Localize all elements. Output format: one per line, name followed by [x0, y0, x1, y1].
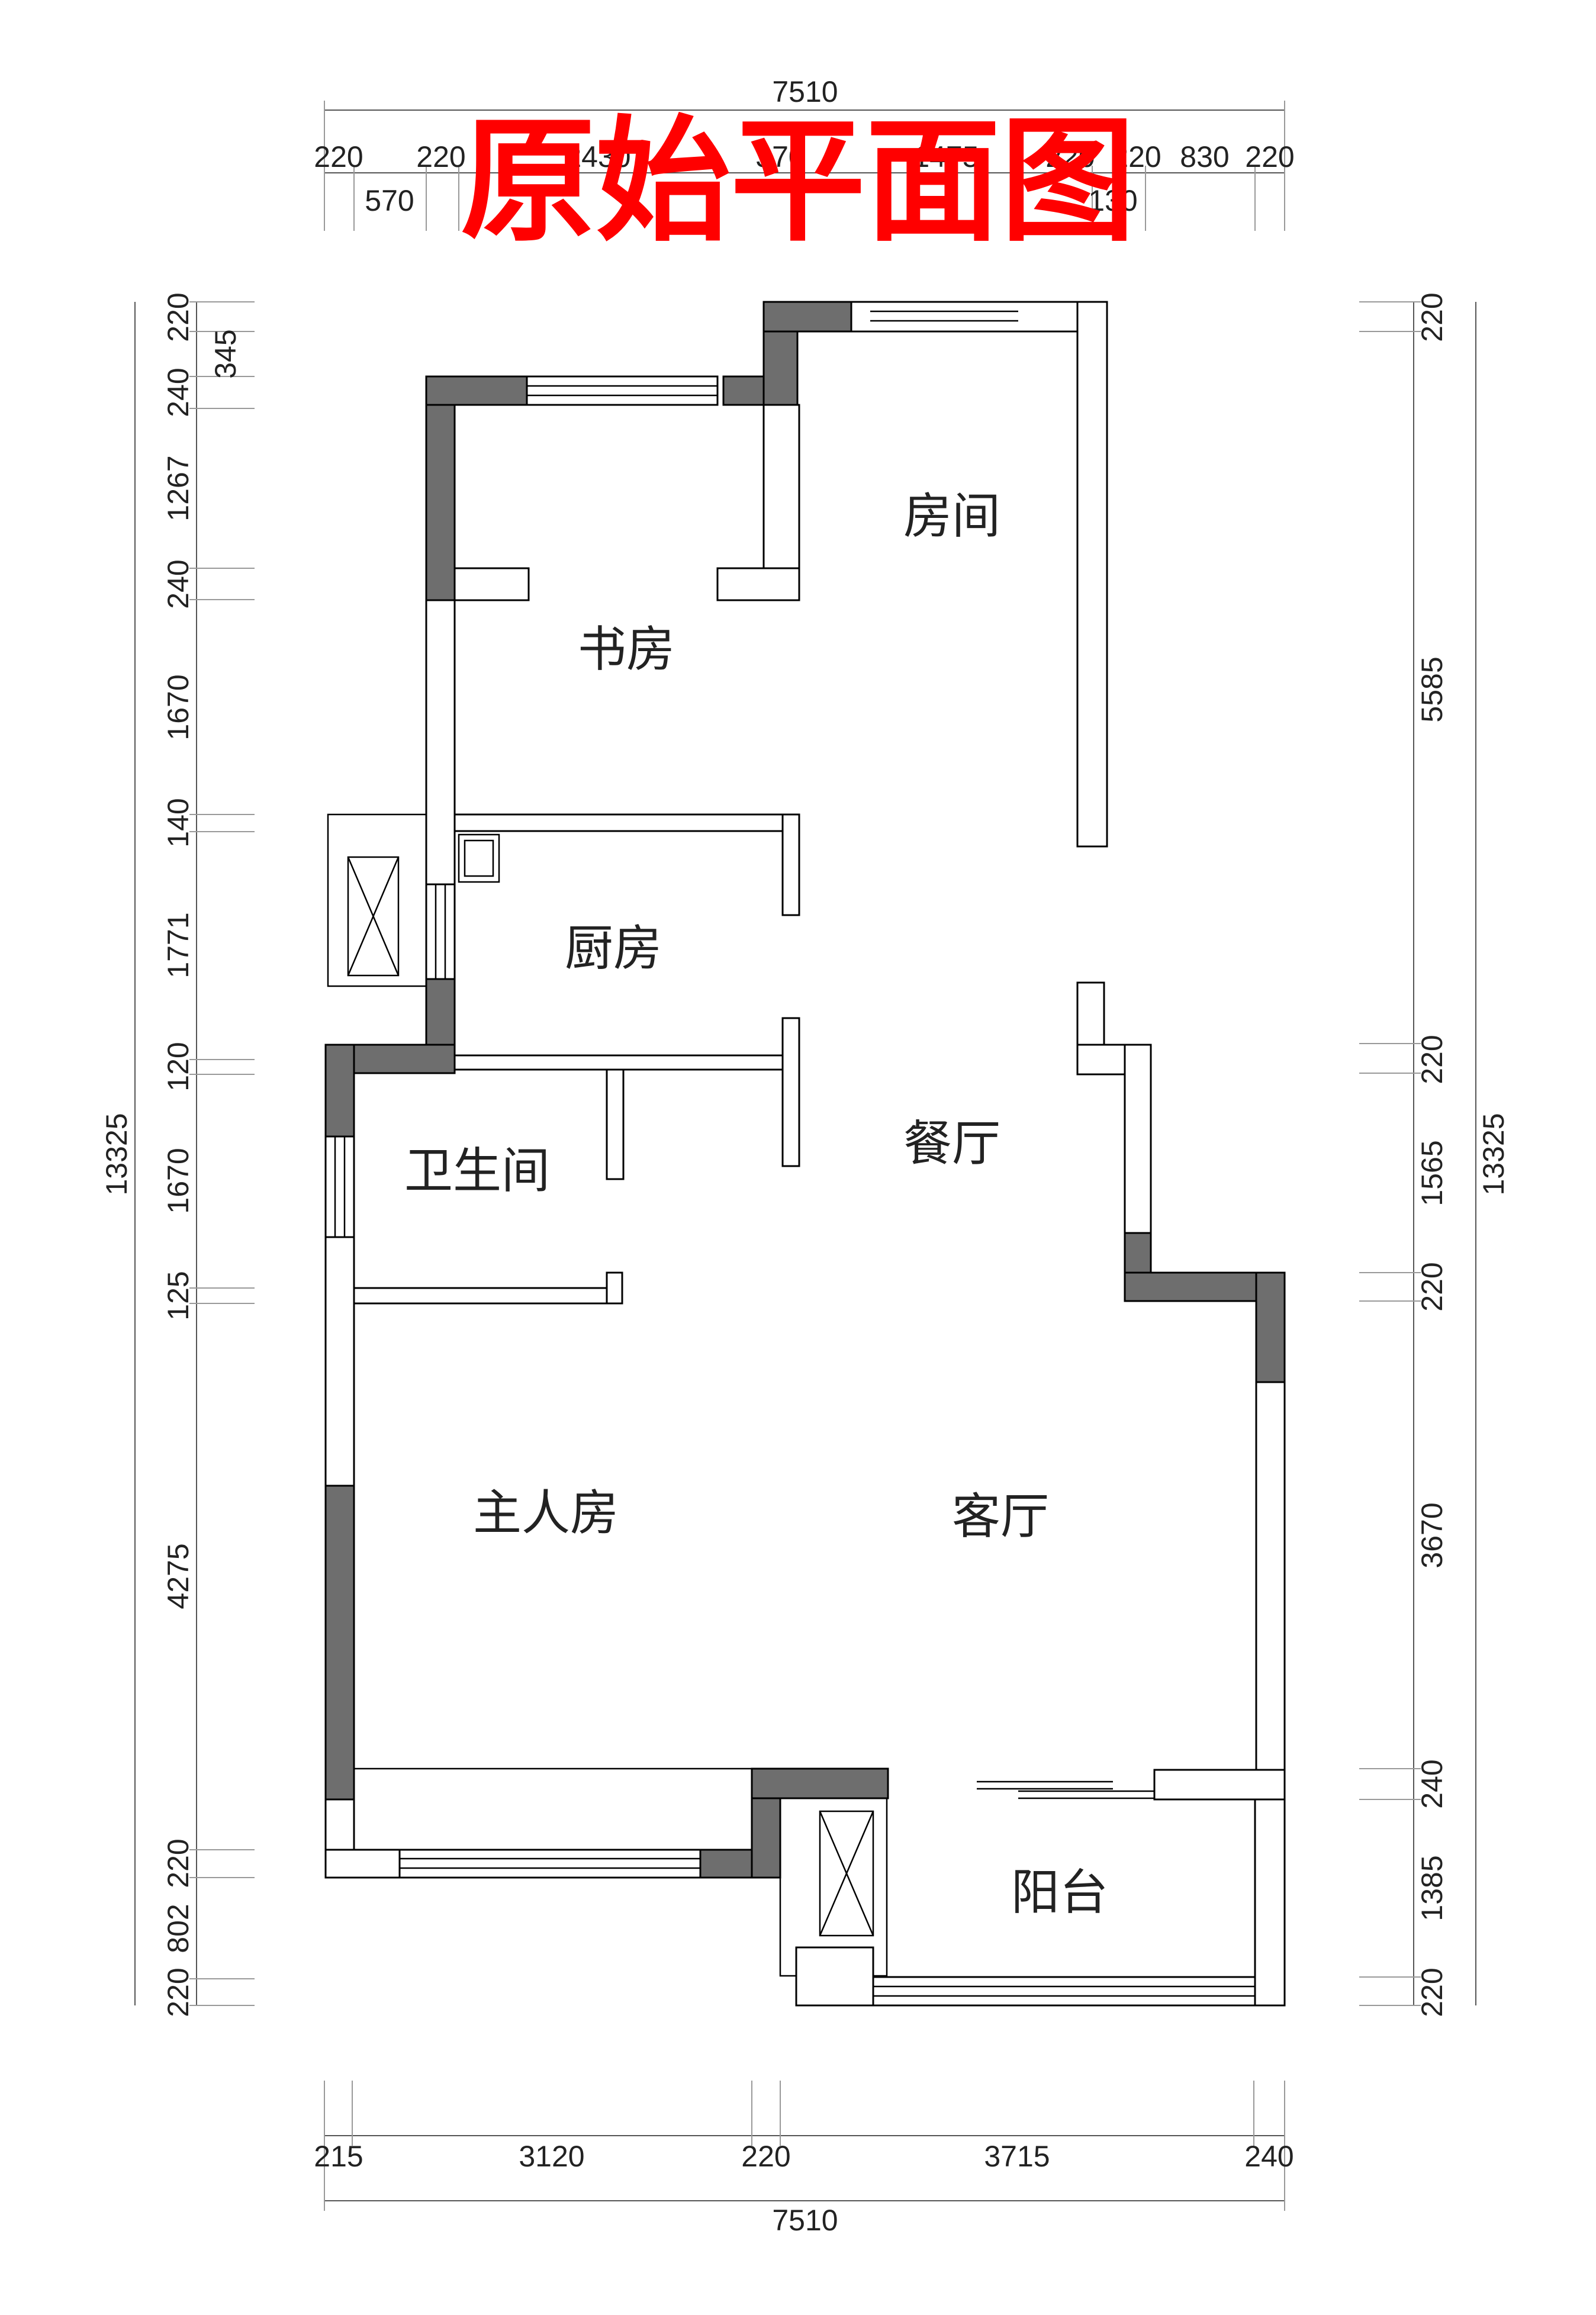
walls	[324, 301, 1286, 2007]
dim-left: 1267	[162, 455, 195, 521]
dim-top: 220	[314, 140, 363, 173]
dim-left: 220	[162, 1839, 195, 1888]
dim-left: 240	[162, 559, 195, 608]
dim-right: 220	[1415, 292, 1449, 342]
dim-bottom: 240	[1244, 2140, 1293, 2173]
dim-top-total: 7510	[772, 75, 838, 108]
dim-top: 220	[1045, 140, 1095, 173]
dim-left: 125	[162, 1271, 195, 1320]
room-kitchen-label: 厨房	[565, 920, 662, 977]
dim-right: 220	[1415, 1968, 1449, 2017]
room-dining-label: 餐厅	[903, 1116, 1000, 1172]
bottom-dimensions: 215 3120 220 3715 240 7510	[314, 2081, 1294, 2237]
room-study-label: 书房	[578, 622, 675, 678]
room-balcony-label: 阳台	[1011, 1865, 1108, 1921]
room-bathroom-label: 卫生间	[404, 1143, 550, 1199]
room-bedroom-label: 房间	[903, 488, 1000, 545]
dim-left: 4275	[162, 1543, 195, 1609]
dim-bottom: 3715	[984, 2140, 1050, 2173]
dim-right: 3670	[1415, 1502, 1449, 1568]
dim-bottom: 220	[741, 2140, 790, 2173]
dim-top: 1475	[913, 140, 979, 173]
dim-top: 220	[416, 140, 465, 173]
dim-left: 240	[162, 368, 195, 417]
dim-bottom-total: 7510	[772, 2204, 838, 2237]
dim-top: 370	[755, 140, 805, 173]
left-dimensions: 13325 220 345 240 1267 240 1670 140 1771…	[100, 292, 255, 2017]
right-dimensions: 220 5585 220 1565 220 3670 240 1385 220 …	[1359, 292, 1510, 2017]
dim-bottom: 215	[314, 2140, 363, 2173]
dim-bottom: 3120	[519, 2140, 584, 2173]
dim-right: 1385	[1415, 1855, 1449, 1921]
dim-right: 240	[1415, 1759, 1449, 1808]
dim-top-sub: 570	[365, 184, 414, 217]
dim-right: 1565	[1415, 1140, 1449, 1206]
dim-top: 220	[1245, 140, 1294, 173]
dim-right: 220	[1415, 1262, 1449, 1311]
dim-left: 120	[162, 1042, 195, 1091]
room-labels: 房间 书房 厨房 餐厅 卫生间 主人房 客厅 阳台	[404, 488, 1108, 1921]
dim-left: 220	[162, 292, 195, 342]
room-living-label: 客厅	[952, 1489, 1049, 1545]
dim-right: 5585	[1415, 656, 1449, 722]
dim-left: 345	[209, 329, 242, 378]
dim-top-sub: 130	[1088, 184, 1137, 217]
top-dimensions: 7510 220 220 2430 370 1475 220 220 830 2…	[314, 75, 1295, 231]
room-master-label: 主人房	[473, 1485, 619, 1541]
dim-right-total: 13325	[1477, 1113, 1510, 1195]
dim-left: 1670	[162, 674, 195, 740]
dim-right: 220	[1415, 1035, 1449, 1084]
dim-left: 140	[162, 798, 195, 847]
dim-left: 1771	[162, 912, 195, 978]
dim-left: 1670	[162, 1148, 195, 1213]
dim-top: 2430	[565, 140, 630, 173]
page-title: 原始平面图	[461, 102, 1135, 260]
dim-top: 220	[1112, 140, 1161, 173]
dim-left-total: 13325	[100, 1113, 133, 1195]
dim-top: 830	[1180, 140, 1229, 173]
dim-left: 220	[162, 1968, 195, 2017]
dim-left: 802	[162, 1904, 195, 1953]
